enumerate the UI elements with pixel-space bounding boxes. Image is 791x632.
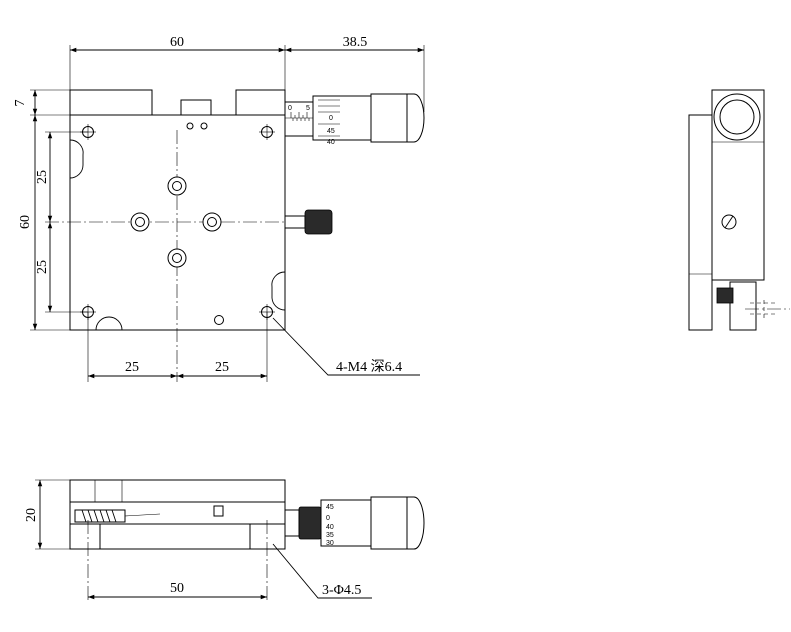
notch-bottom (95, 316, 123, 331)
callout-mount-holes: 3-Φ4.5 (322, 583, 361, 598)
dim-left-lower-label: 25 (35, 260, 50, 274)
micrometer-top-thimble-40: 40 (327, 139, 335, 146)
dim-top-width-label: 60 (170, 35, 184, 50)
top-rail-center-block (180, 99, 212, 116)
stage-body (69, 114, 286, 331)
micrometer-front-scale-40: 40 (326, 524, 334, 531)
leader-mount-holes (272, 543, 372, 599)
side-view (688, 89, 790, 331)
micrometer-front-scale-45: 45 (326, 504, 334, 511)
mount-hole-top (167, 176, 187, 196)
side-lock-knob (716, 287, 734, 304)
callout-tapped-holes: 4-M4 深6.4 (336, 359, 402, 375)
front-view: 45 0 40 35 30 20 50 3-Φ4.5 (24, 479, 425, 603)
top-rail-left (69, 89, 153, 116)
dim-bottom-left-label: 25 (125, 360, 139, 375)
front-pin (213, 505, 224, 517)
front-top-plate (69, 479, 286, 503)
micrometer-front: 45 0 40 35 30 (284, 496, 425, 550)
micrometer-top: 0 5 0 45 40 (284, 93, 425, 146)
micrometer-front-scale-35: 35 (326, 532, 334, 539)
mount-hole-bottom (167, 248, 187, 268)
micrometer-top-thimble-45: 45 (327, 128, 335, 135)
pin-hole-2 (200, 122, 208, 130)
notch-right (271, 271, 286, 311)
front-spring (74, 509, 161, 523)
top-rail-right (235, 89, 286, 116)
lock-knob (304, 209, 333, 235)
side-base-plate (688, 114, 713, 331)
mount-hole-right (202, 212, 222, 232)
dim-left-total-label: 60 (18, 215, 33, 229)
lock-knob-shaft (284, 215, 306, 229)
micrometer-front-scale-0: 0 (326, 515, 330, 522)
micrometer-top-thimble-0: 0 (329, 115, 333, 122)
micrometer-front-scale-30: 30 (326, 540, 334, 547)
dim-left-offset-label: 7 (13, 100, 28, 107)
pin-hole-1 (186, 122, 194, 130)
micrometer-top-scale-5: 5 (306, 105, 310, 112)
top-view: 60 38.5 (13, 35, 425, 382)
front-base-plate (69, 523, 286, 550)
leader-tapped-holes (272, 317, 420, 376)
dim-bottom-right-label: 25 (215, 360, 229, 375)
dim-front-pitch-label: 50 (170, 581, 184, 596)
mount-hole-left (130, 212, 150, 232)
tapped-hole-tr (259, 124, 275, 140)
dim-left-upper-label: 25 (35, 170, 50, 184)
side-lock-block (729, 281, 757, 331)
notch-left (69, 139, 84, 179)
dim-micrometer-length-label: 38.5 (343, 35, 368, 50)
pin-hole-3 (214, 315, 224, 325)
micrometer-top-scale-0: 0 (288, 105, 292, 112)
dim-front-height-label: 20 (24, 508, 39, 522)
